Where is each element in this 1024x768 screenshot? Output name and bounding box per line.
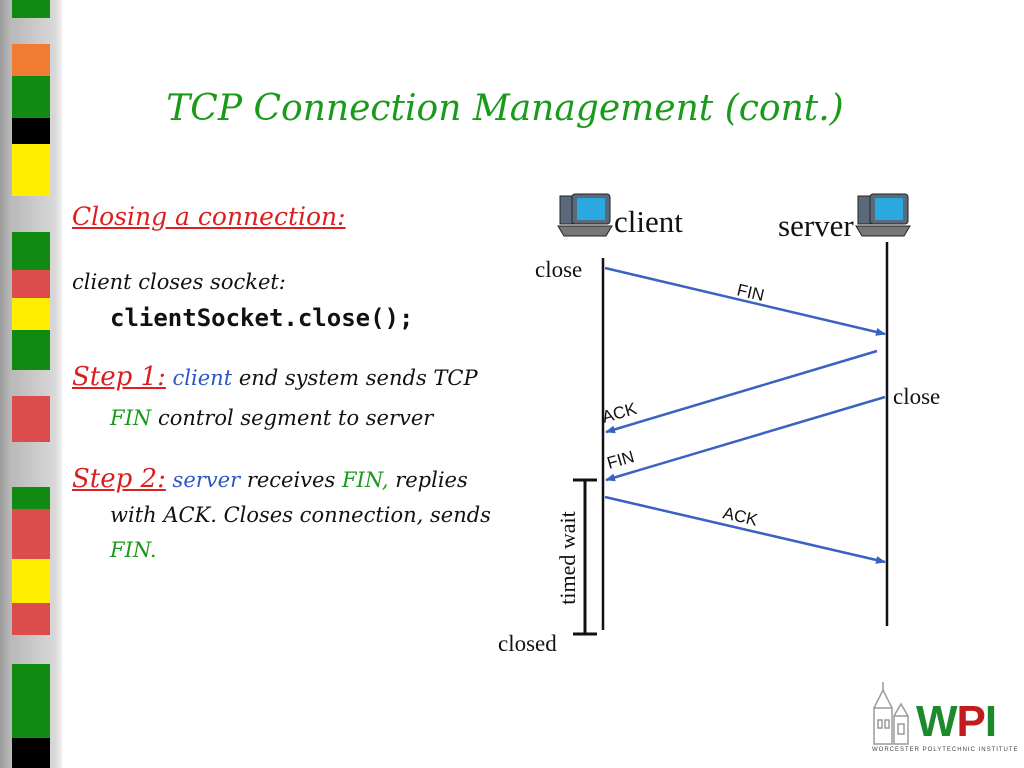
step1-line1: Step 1: client end system sends TCP	[72, 362, 478, 392]
msg-label-fin-2: FIN	[605, 447, 637, 473]
step2-text: receives	[246, 468, 336, 492]
client-closes-text: client closes socket:	[72, 270, 286, 294]
step1-fin-word: FIN	[110, 406, 152, 430]
step2-label: Step 2:	[72, 464, 166, 494]
closed-label: closed	[498, 631, 557, 656]
fin-arrow-server-to-client	[605, 395, 886, 482]
ack-arrow-server-to-client	[605, 349, 878, 434]
step1-text: end system sends TCP	[238, 366, 478, 390]
timed-wait-bracket	[573, 478, 597, 636]
timed-wait-label: timed wait	[555, 511, 580, 604]
step1-line2: FIN control segment to server	[110, 406, 433, 430]
step2-line1: Step 2: server receives FIN, replies	[72, 464, 468, 494]
client-label: client	[614, 204, 683, 239]
msg-label-fin-1: FIN	[735, 280, 766, 305]
closing-heading: Closing a connection:	[72, 202, 346, 231]
step2-server-word: server	[172, 468, 241, 492]
step1-client-word: client	[172, 366, 233, 390]
decorative-side-strip	[0, 0, 62, 768]
code-line: clientSocket.close();	[110, 304, 414, 332]
step1-label: Step 1:	[72, 362, 166, 392]
step2-text2: replies	[395, 468, 468, 492]
server-close-label: close	[893, 384, 941, 409]
client-computer-icon	[557, 193, 613, 237]
wpi-logo-subtitle: WORCESTER POLYTECHNIC INSTITUTE	[872, 747, 1019, 753]
client-close-label: close	[535, 257, 583, 282]
server-computer-icon	[855, 193, 911, 237]
fin-arrow-client-to-server	[604, 266, 886, 336]
slide-title: TCP Connection Management (cont.)	[166, 88, 844, 129]
step2-line2: with ACK. Closes connection, sends	[110, 503, 491, 527]
step1-text2: control segment to server	[157, 406, 434, 430]
ack-arrow-client-to-server	[604, 495, 886, 564]
wpi-logo	[873, 682, 909, 745]
wpi-logo-wordmark: WPI	[916, 697, 997, 746]
step2-fin-word: FIN,	[341, 468, 389, 492]
server-label: server	[778, 208, 854, 243]
step2-line3: FIN.	[110, 538, 157, 562]
wpi-logo-text: WPI	[916, 697, 997, 747]
